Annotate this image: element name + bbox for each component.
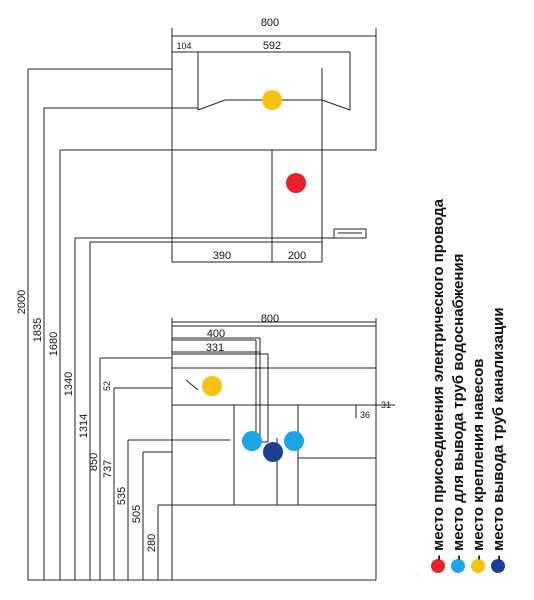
legend-item-electric: - место присоединения электрического про… xyxy=(430,198,447,560)
bottom-cabinet xyxy=(171,321,395,580)
top-cabinet-handle xyxy=(333,228,367,239)
height-label: 850 xyxy=(88,453,100,471)
top-offset-label: 104 xyxy=(176,41,191,51)
height-label: 1680 xyxy=(48,332,60,356)
top-width-label: 800 xyxy=(261,17,279,29)
height-label: 1340 xyxy=(63,372,75,396)
hanging-point-marker xyxy=(202,376,222,396)
legend-item-hanging: - место крепления навесов xyxy=(470,359,487,560)
sewer-outlet-marker xyxy=(263,442,283,462)
height-label: 535 xyxy=(116,487,128,505)
legend-item-sewer: - место вывода труб канализации xyxy=(490,307,507,560)
electric-connection-marker xyxy=(286,173,306,193)
top-cabinet-lower-box xyxy=(171,149,323,243)
legend-yellow-dot xyxy=(471,559,485,573)
legend-dark-blue-dot xyxy=(491,559,505,573)
bottom-cabinet-dims xyxy=(171,318,377,505)
height-label: 2000 xyxy=(16,290,28,314)
dim-331-label: 331 xyxy=(206,342,224,354)
height-labels: 2000 1835 1680 1340 1314 850 737 535 505… xyxy=(16,290,158,552)
height-label: 1314 xyxy=(78,414,90,438)
top-span-label: 592 xyxy=(263,40,281,52)
bottom-width-label: 800 xyxy=(261,313,279,325)
height-label: 1835 xyxy=(32,318,44,342)
dimension-labels: 800 104 592 390 200 800 400 331 52 36 31 xyxy=(102,17,391,420)
legend-item-water: - место для вывода труб водоснабжения xyxy=(450,254,467,560)
legend: - место присоединения электрического про… xyxy=(430,198,507,573)
top-cabinet xyxy=(171,28,377,263)
dim-31-label: 31 xyxy=(381,400,391,410)
dim-400-label: 400 xyxy=(207,328,225,340)
markers xyxy=(202,90,306,462)
top-bottom-left-label: 390 xyxy=(213,250,231,262)
height-label: 280 xyxy=(146,534,158,552)
hanging-point-marker xyxy=(262,90,282,110)
top-bottom-right-label: 200 xyxy=(288,250,306,262)
water-supply-marker xyxy=(284,431,304,451)
dim-36-label: 36 xyxy=(360,410,370,420)
height-dimension-lines xyxy=(27,68,334,580)
dim-52-label: 52 xyxy=(102,381,112,391)
height-label: 505 xyxy=(131,505,143,523)
legend-red-dot xyxy=(431,559,445,573)
height-label: 737 xyxy=(102,460,114,478)
legend-light-blue-dot xyxy=(451,559,465,573)
water-supply-marker xyxy=(242,431,262,451)
